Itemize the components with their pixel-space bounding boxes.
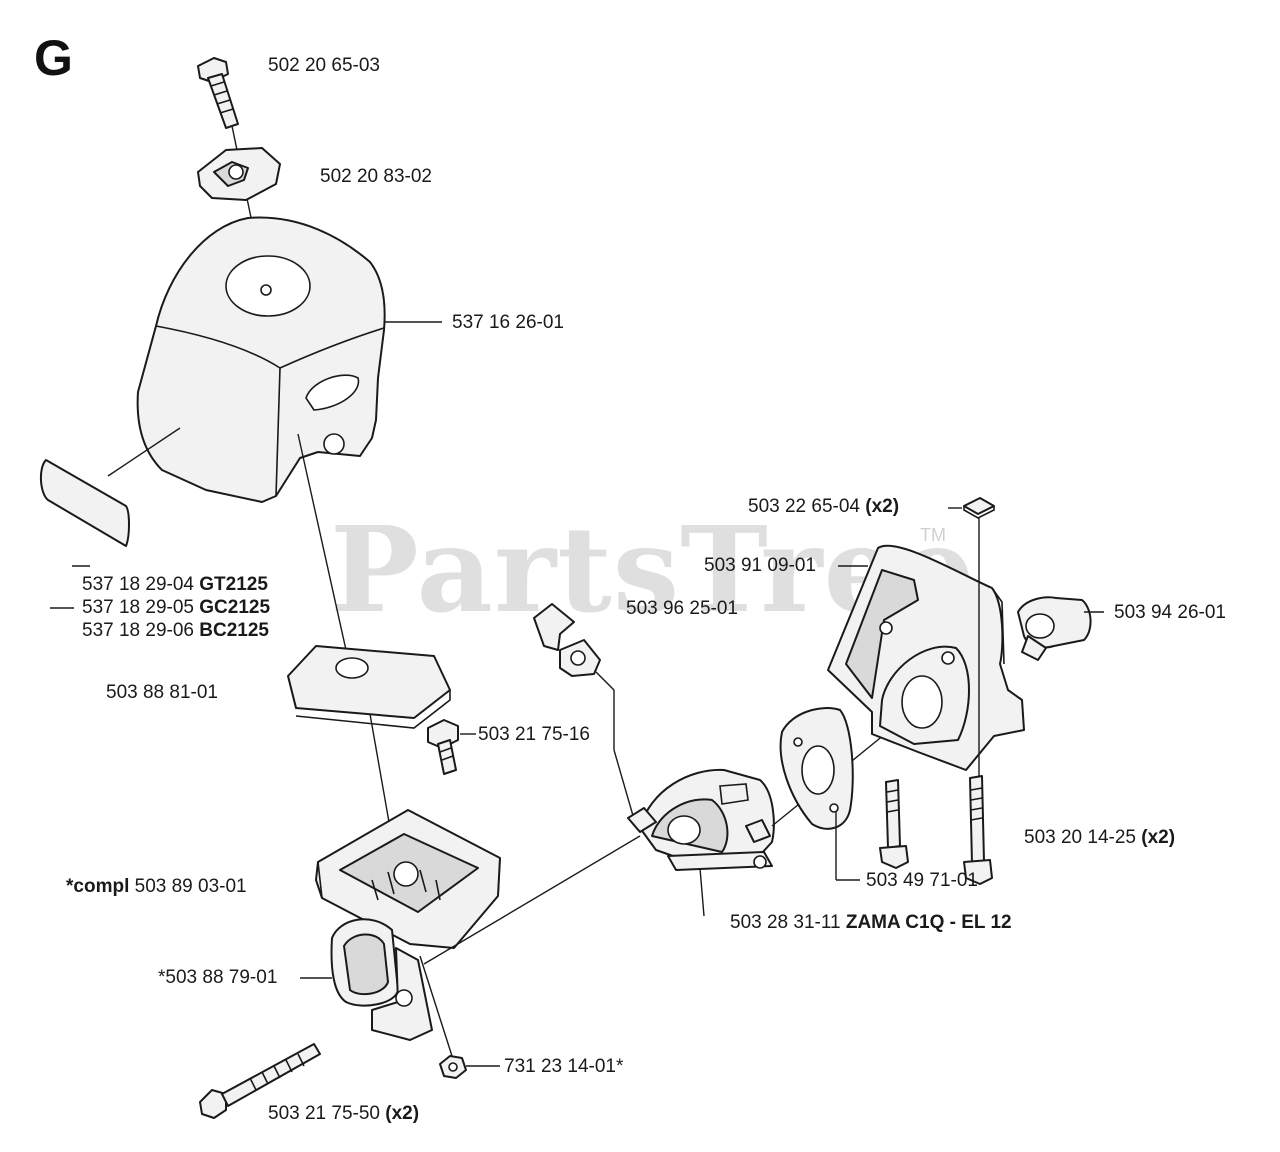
nut-square	[963, 497, 995, 519]
long-bolt-qty: (x2)	[385, 1103, 420, 1124]
decal-bc-model: BC2125	[199, 620, 269, 641]
decal-gc-number: 537 18 29-05	[82, 597, 194, 618]
bolt-top	[197, 57, 239, 129]
decal-gt-model: GT2125	[199, 574, 268, 595]
carburetor	[627, 768, 775, 871]
carb-number: 503 28 31-11	[730, 912, 841, 933]
label-housing: *compl 503 89 03-01	[66, 876, 247, 898]
label-screws-adapter: 503 20 14-25 (x2)	[1024, 827, 1175, 849]
nut-bottom	[439, 1055, 467, 1079]
label-gasket: 503 49 71-01	[866, 870, 978, 891]
air-filter	[287, 645, 451, 729]
sleeve	[1017, 596, 1092, 661]
label-nut-square: 503 22 65-04 (x2)	[748, 496, 899, 518]
long-bolt	[199, 1043, 321, 1119]
screw-small	[427, 719, 459, 775]
choke-knob	[330, 918, 433, 1041]
decal-gt-number: 537 18 29-04	[82, 574, 194, 595]
air-filter-cover	[136, 216, 386, 503]
label-long-bolt: 503 21 75-50 (x2)	[268, 1103, 419, 1125]
decal	[40, 459, 130, 547]
adapter-plate	[827, 544, 1025, 771]
label-nut-bottom: 731 23 14-01*	[504, 1056, 624, 1077]
housing-prefix: *compl	[66, 876, 130, 897]
label-carb: 503 28 31-11 ZAMA C1Q - EL 12	[730, 912, 1012, 934]
label-filter: 503 88 81-01	[106, 682, 218, 703]
filter-housing	[315, 809, 501, 949]
label-cover: 537 16 26-01	[452, 312, 564, 333]
label-nut-cap: 502 20 83-02	[320, 166, 432, 187]
housing-number: 503 89 03-01	[134, 876, 247, 897]
adapter-screws	[879, 775, 993, 885]
label-bolt-top: 502 20 65-03	[268, 55, 380, 76]
clip	[533, 603, 601, 677]
label-decal-gt: 537 18 29-04 GT2125	[82, 574, 268, 596]
label-screw-small: 503 21 75-16	[478, 724, 590, 745]
decal-bc-number: 537 18 29-06	[82, 620, 194, 641]
long-bolt-number: 503 21 75-50	[268, 1103, 380, 1124]
section-letter: G	[34, 30, 73, 86]
watermark-tm: TM	[920, 525, 946, 545]
screws-adapter-qty: (x2)	[1141, 827, 1176, 848]
label-decal-bc: 537 18 29-06 BC2125	[82, 620, 269, 642]
nut-square-qty: (x2)	[865, 496, 900, 517]
label-choke-knob: *503 88 79-01	[158, 967, 278, 988]
screws-adapter-number: 503 20 14-25	[1024, 827, 1136, 848]
label-clip: 503 96 25-01	[626, 598, 738, 619]
label-decal-gc: 537 18 29-05 GC2125	[82, 597, 270, 619]
decal-gc-model: GC2125	[199, 597, 271, 618]
label-adapter: 503 91 09-01	[704, 555, 816, 576]
nut-square-number: 503 22 65-04	[748, 496, 860, 517]
nut-cap	[197, 147, 281, 201]
label-sleeve: 503 94 26-01	[1114, 602, 1226, 623]
carb-model: ZAMA C1Q - EL 12	[845, 912, 1012, 933]
gasket	[779, 707, 854, 830]
